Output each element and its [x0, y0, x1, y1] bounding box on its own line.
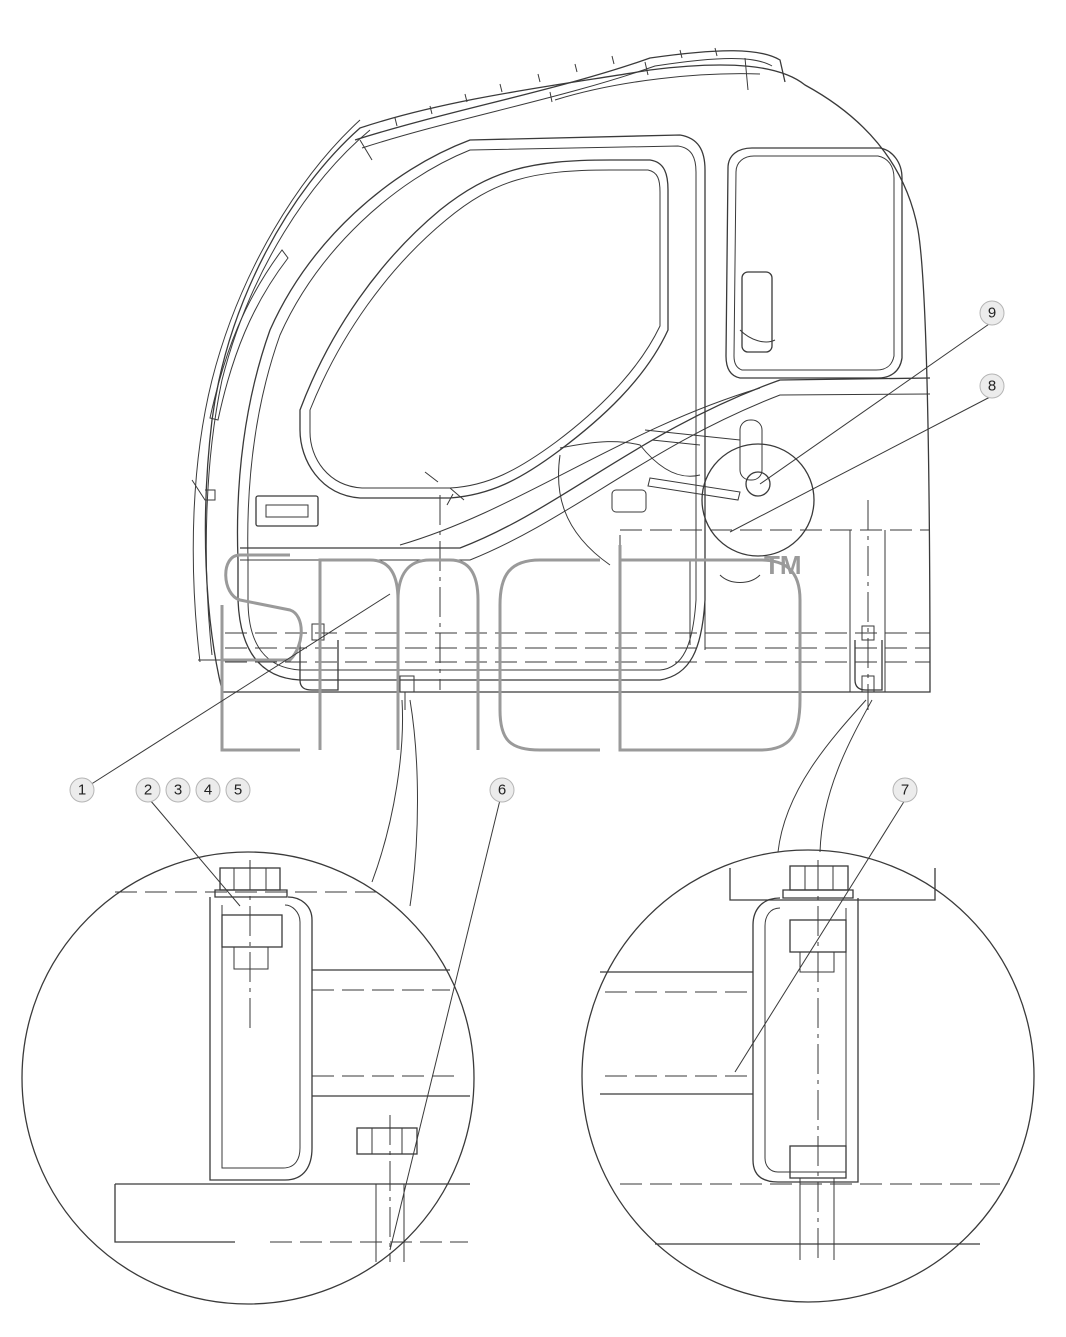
detail-view-left: [21, 699, 475, 1305]
callout-8: 8: [979, 373, 1005, 399]
callout-1-label: 1: [78, 782, 86, 799]
callout-5: 5: [225, 777, 251, 803]
callout-1: 1: [69, 777, 95, 803]
callout-9-label: 9: [988, 305, 996, 322]
watermark-trademark: TM: [764, 550, 802, 580]
callout-3-label: 3: [174, 782, 182, 799]
callout-6-label: 6: [498, 782, 506, 799]
callout-9: 9: [979, 300, 1005, 326]
callout-3: 3: [165, 777, 191, 803]
detail-view-right: [581, 699, 1035, 1303]
callout-7-label: 7: [901, 782, 909, 799]
callout-4: 4: [195, 777, 221, 803]
callout-4-label: 4: [204, 782, 212, 799]
leader-lines: [81, 321, 993, 1251]
cab-body: [191, 47, 931, 710]
callout-7: 7: [892, 777, 918, 803]
callout-2-label: 2: [144, 782, 152, 799]
callout-5-label: 5: [234, 782, 242, 799]
callout-8-label: 8: [988, 378, 996, 395]
watermark-logo: TM: [220, 545, 802, 752]
callout-6: 6: [489, 777, 515, 803]
callout-2: 2: [135, 777, 161, 803]
